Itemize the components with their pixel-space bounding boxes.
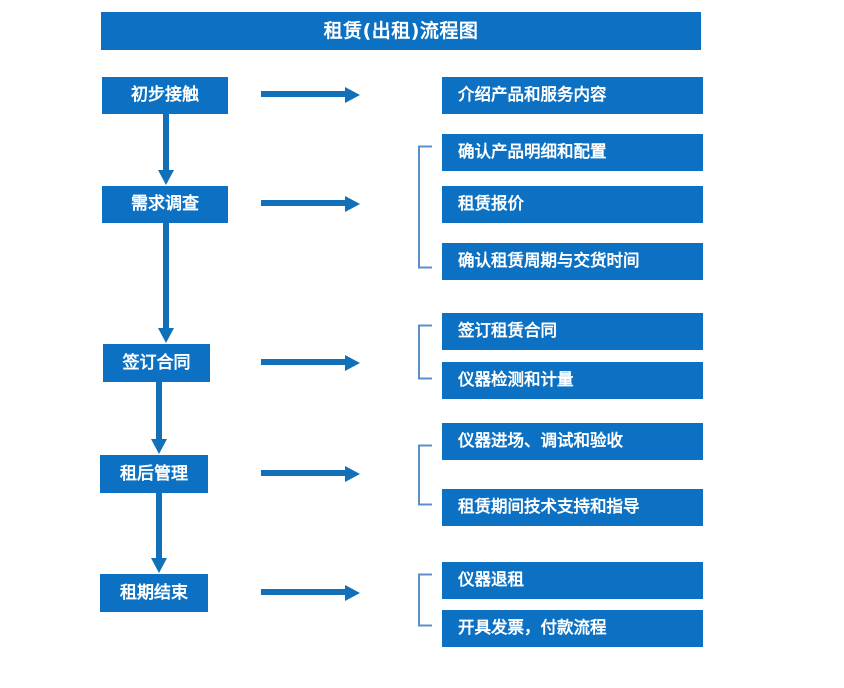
arrow-right-icon [261,84,361,106]
detail-box-confirm-product-spec[interactable]: 确认产品明细和配置 [442,134,703,171]
stage-box-post-rental-management[interactable]: 租后管理 [100,455,208,493]
stage-label: 签订合同 [122,352,191,373]
bracket-connector-group3 [417,324,433,380]
arrow-down-icon [148,493,170,574]
detail-box-rental-quotation[interactable]: 租赁报价 [442,186,703,223]
detail-box-introduce-products[interactable]: 介绍产品和服务内容 [442,77,703,114]
detail-box-instrument-onsite-commissioning[interactable]: 仪器进场、调试和验收 [442,423,703,460]
stage-box-rental-period-end[interactable]: 租期结束 [100,574,208,612]
stage-label: 需求调查 [131,194,199,214]
detail-box-confirm-rental-period[interactable]: 确认租赁周期与交货时间 [442,243,703,280]
arrow-down-icon [155,223,177,344]
page-title: 租赁(出租)流程图 [323,19,479,42]
bracket-connector-group5 [417,573,433,627]
detail-label: 租赁报价 [458,194,524,214]
detail-label: 开具发票，付款流程 [458,618,607,638]
arrow-right-icon [261,463,361,485]
arrow-down-icon [155,114,177,186]
detail-box-invoice-payment[interactable]: 开具发票，付款流程 [442,610,703,647]
arrow-right-icon [261,193,361,215]
arrow-right-icon [261,582,361,604]
detail-box-instrument-inspection[interactable]: 仪器检测和计量 [442,362,703,399]
detail-label: 仪器退租 [458,570,524,590]
stage-box-initial-contact[interactable]: 初步接触 [102,77,228,114]
detail-label: 介绍产品和服务内容 [458,85,607,105]
stage-box-demand-survey[interactable]: 需求调查 [102,186,228,223]
detail-label: 确认产品明细和配置 [458,142,607,162]
detail-label: 仪器检测和计量 [458,370,574,390]
stage-label: 租期结束 [120,582,188,603]
detail-label: 签订租赁合同 [458,321,557,341]
detail-box-sign-rental-contract[interactable]: 签订租赁合同 [442,313,703,350]
arrow-right-icon [261,352,361,374]
stage-box-sign-contract[interactable]: 签订合同 [103,344,210,382]
detail-box-technical-support[interactable]: 租赁期间技术支持和指导 [442,489,703,526]
detail-label: 确认租赁周期与交货时间 [458,251,640,271]
arrow-down-icon [148,382,170,455]
detail-box-instrument-return[interactable]: 仪器退租 [442,562,703,599]
stage-label: 租后管理 [120,463,188,484]
detail-label: 租赁期间技术支持和指导 [458,497,640,517]
bracket-connector-group4 [417,444,433,506]
detail-label: 仪器进场、调试和验收 [458,431,623,451]
stage-label: 初步接触 [131,85,199,105]
bracket-connector-group2 [417,145,433,269]
diagram-title-bar: 租赁(出租)流程图 [101,12,701,50]
